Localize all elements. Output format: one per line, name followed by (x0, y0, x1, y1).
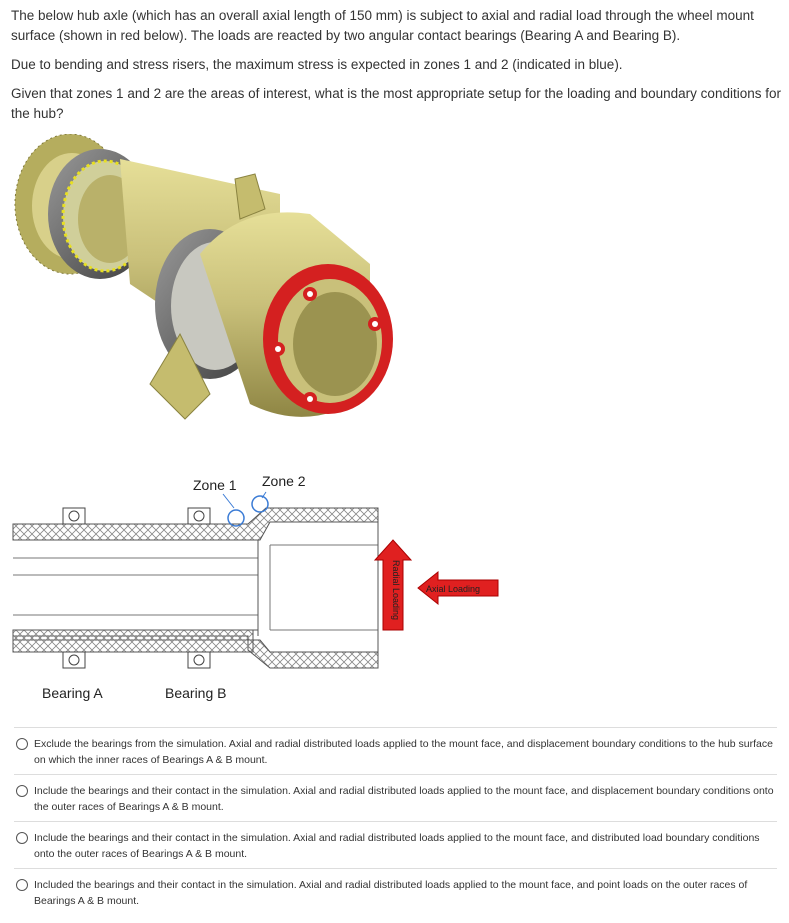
answer-option-text: Included the bearings and their contact … (34, 879, 748, 907)
question-text: The below hub axle (which has an overall… (11, 6, 781, 133)
answer-option-text: Exclude the bearings from the simulation… (34, 738, 773, 766)
zone2-label: Zone 2 (262, 473, 306, 489)
question-paragraph-3: Given that zones 1 and 2 are the areas o… (11, 86, 781, 121)
axial-loading-label: Axial Loading (426, 584, 480, 594)
bearing-b-label: Bearing B (165, 685, 226, 701)
answer-option-3[interactable]: Include the bearings and their contact i… (14, 821, 777, 868)
question-paragraph-1: The below hub axle (which has an overall… (11, 8, 754, 43)
radio-button[interactable] (16, 879, 28, 891)
answer-option-1[interactable]: Exclude the bearings from the simulation… (14, 727, 777, 774)
bearing-a-label: Bearing A (42, 685, 103, 701)
zone1-label: Zone 1 (193, 477, 237, 493)
radio-button[interactable] (16, 832, 28, 844)
radial-loading-label: Radial Loading (391, 560, 401, 620)
answer-option-4[interactable]: Included the bearings and their contact … (14, 868, 777, 915)
answer-option-text: Include the bearings and their contact i… (34, 785, 774, 813)
radio-button[interactable] (16, 738, 28, 750)
hub-render-image (14, 134, 393, 420)
answer-option-2[interactable]: Include the bearings and their contact i… (14, 774, 777, 821)
answer-options: Exclude the bearings from the simulation… (14, 727, 777, 915)
radio-button[interactable] (16, 785, 28, 797)
hub-section-diagram: Zone 1 Zone 2 Bearing A Bearing B Radial… (12, 473, 499, 701)
answer-option-text: Include the bearings and their contact i… (34, 832, 760, 860)
question-paragraph-2: Due to bending and stress risers, the ma… (11, 57, 623, 72)
